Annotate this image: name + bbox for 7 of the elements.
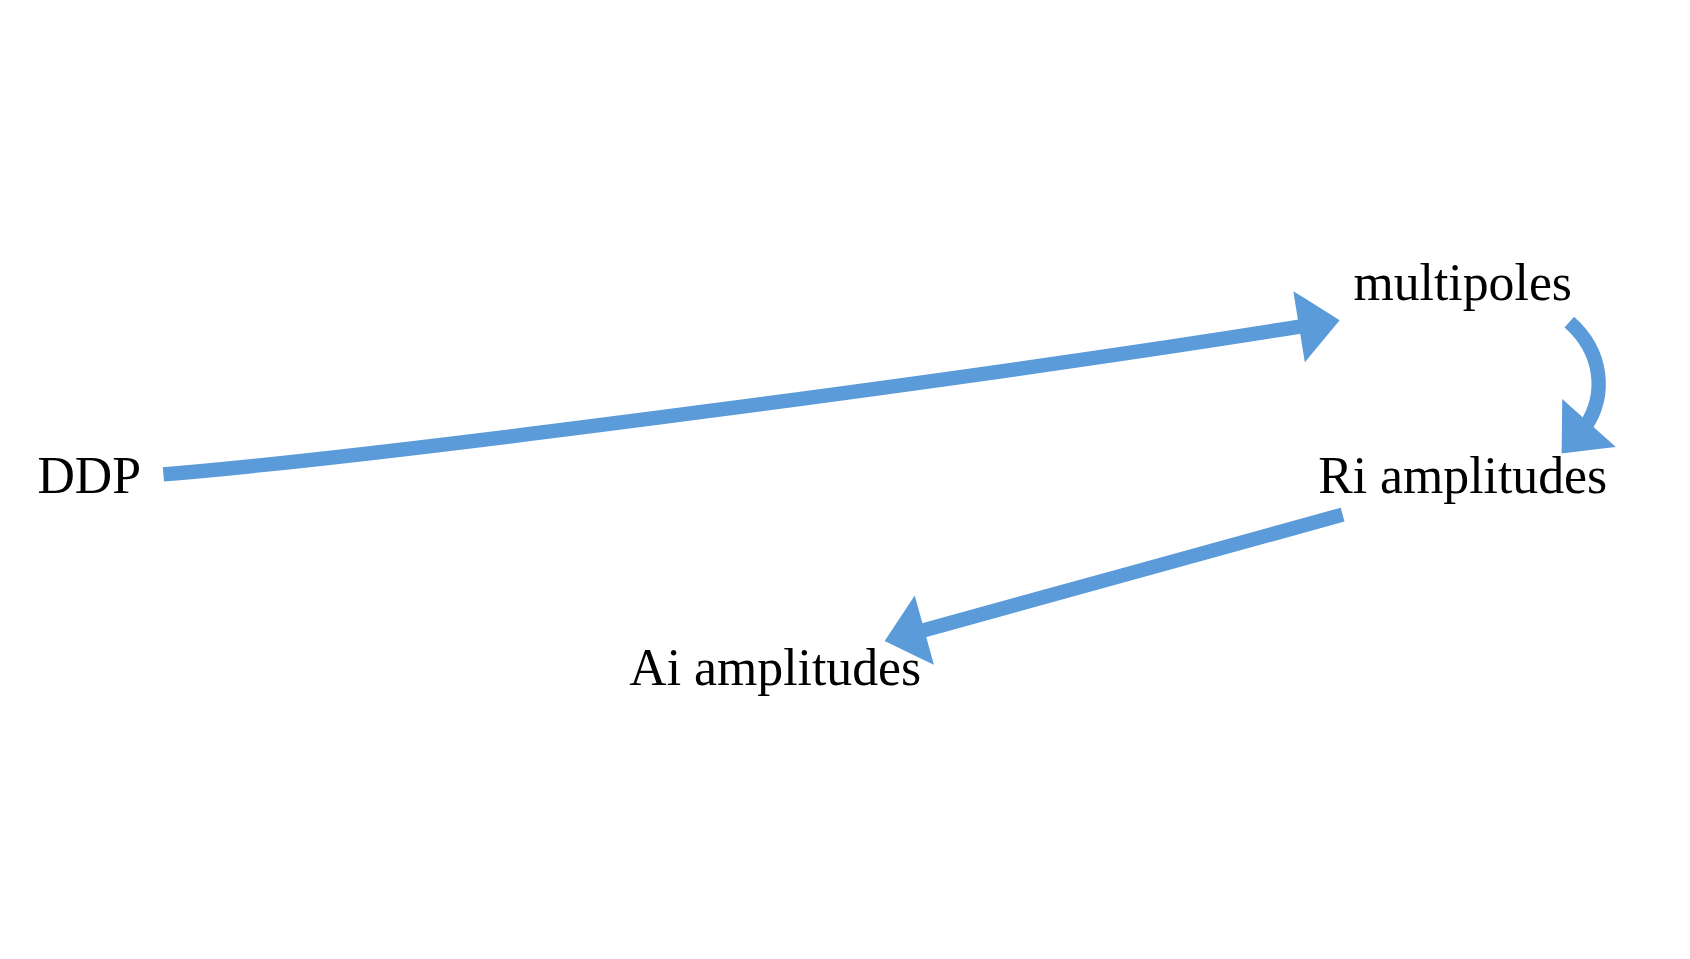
arrow xyxy=(162,290,1340,481)
arrow xyxy=(884,507,1345,665)
node-text: Ai amplitudes xyxy=(629,638,922,696)
node-text: DDP xyxy=(37,446,141,504)
arrow xyxy=(1561,316,1616,454)
node-text: multipoles xyxy=(1353,253,1573,311)
node-text: Ri amplitudes xyxy=(1318,446,1608,504)
